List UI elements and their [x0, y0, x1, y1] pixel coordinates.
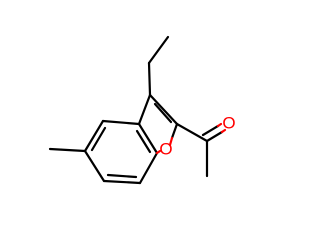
bond-c7a-c3a [137, 122, 159, 155]
bond-c5-methyl [48, 147, 87, 153]
carbonyl-double-bond-part-2 [201, 124, 220, 137]
bond-c3-ethyl-ch2 [147, 61, 152, 97]
bond-c2-carbonyl-carbon [175, 122, 209, 143]
bond-c5-c6 [83, 149, 106, 183]
methyl-group [48, 147, 87, 153]
double-bond-inner-c7a-c3a [135, 129, 152, 154]
ethyl-group [147, 35, 170, 97]
bond-oxygen-c7a-red [155, 149, 162, 155]
double-bond-c3-c2-inner [153, 102, 173, 124]
benzene-ring [83, 119, 159, 185]
bond-c4-c5 [83, 119, 105, 153]
bond-c6-c7 [102, 179, 142, 185]
carbonyl-double-bond-part-1 [205, 130, 224, 143]
carbonyl-double-bond-part-1-red [220, 128, 227, 134]
double-bond-inner-c6-c7 [106, 173, 138, 179]
double-bond-inner-c4-c5 [90, 126, 107, 152]
bond-c2-oxygen-red [168, 136, 174, 147]
bond-c2-oxygen [170, 122, 179, 140]
ring-oxygen-label: O [159, 139, 172, 158]
bond-ethyl-ch2-ch3 [147, 35, 170, 65]
bond-c3a-c3 [137, 93, 152, 126]
furan-ring [137, 93, 179, 155]
bond-c3a-c4 [101, 119, 141, 126]
chemical-structure-diagram: O O [48, 35, 236, 185]
carbonyl-double-bond-part-2-red [216, 122, 223, 128]
acetyl-group [175, 122, 227, 178]
carbonyl-oxygen-label: O [222, 113, 235, 132]
bond-c7-c7a [138, 151, 159, 185]
bond-c3-c2 [148, 93, 179, 126]
